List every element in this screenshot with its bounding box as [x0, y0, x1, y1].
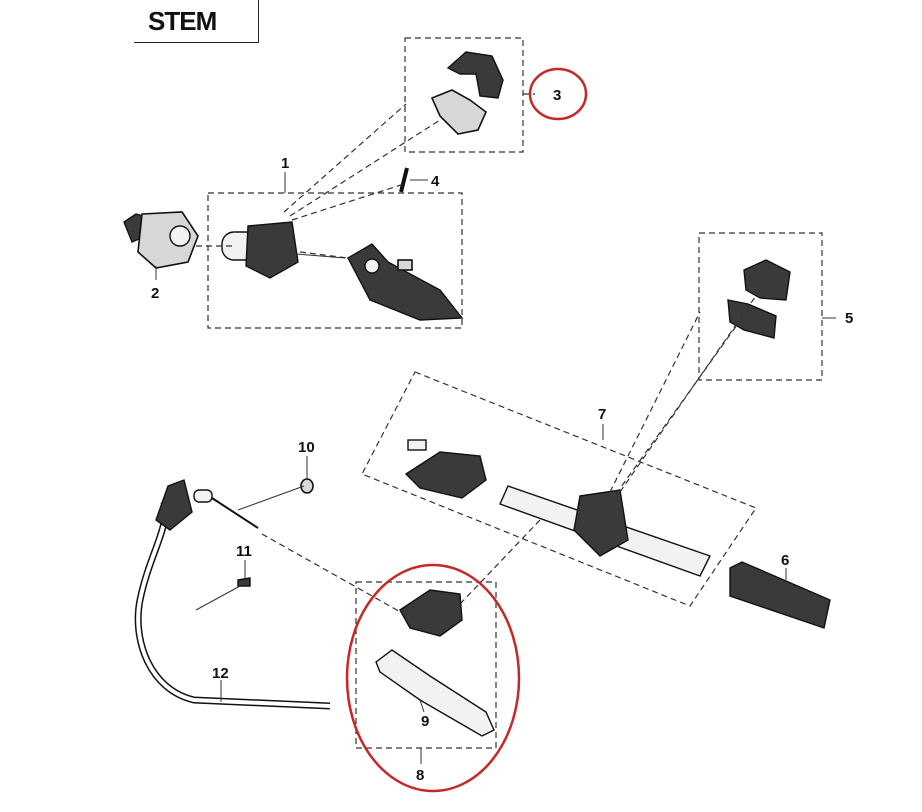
- group-3-box: [404, 37, 524, 153]
- group-5-box: [698, 232, 823, 381]
- title-block: [134, 0, 259, 43]
- group-8-box: [355, 581, 497, 749]
- callout-8: 8: [416, 767, 424, 784]
- callout-12: 12: [212, 665, 229, 682]
- construction-line-lower: [261, 533, 405, 615]
- highlight-circle-callout-3: [528, 67, 588, 121]
- part-6-grip: [729, 561, 831, 629]
- part-12-clutch-cable: [134, 479, 331, 710]
- part-12-mid-leader: [195, 585, 241, 611]
- callout-5: 5: [845, 310, 853, 327]
- part-5-switch-halves: [727, 259, 791, 339]
- highlight-oval-lever-assembly: [345, 563, 521, 793]
- callout-6: 6: [781, 552, 789, 569]
- callout-9: 9: [421, 713, 429, 730]
- part-2-switch-housing: [123, 211, 199, 269]
- callout-7: 7: [598, 406, 606, 423]
- part-9-clutch-lever: [375, 649, 495, 737]
- part-1-throttle-assembly: [221, 221, 464, 321]
- callout-1: 1: [281, 155, 289, 172]
- callout-4: 4: [431, 173, 440, 190]
- callout-10: 10: [298, 439, 315, 456]
- group-7-box: [361, 371, 757, 607]
- part-3-housing: [430, 51, 504, 135]
- callout-11: 11: [236, 543, 252, 560]
- part-11-clip: [237, 577, 251, 587]
- construction-lines-right: [459, 289, 761, 605]
- part-10-link-line: [237, 485, 305, 511]
- construction-lines-upper: [196, 103, 441, 259]
- callout-2: 2: [151, 285, 159, 302]
- part-9-leader: [419, 699, 425, 713]
- callout-3: 3: [553, 87, 561, 104]
- part-8-lever-perch: [399, 589, 463, 637]
- part-4-screw: [399, 167, 409, 193]
- diagram-title: STEM: [148, 6, 217, 36]
- part-7-handlebar-assembly: [404, 439, 711, 577]
